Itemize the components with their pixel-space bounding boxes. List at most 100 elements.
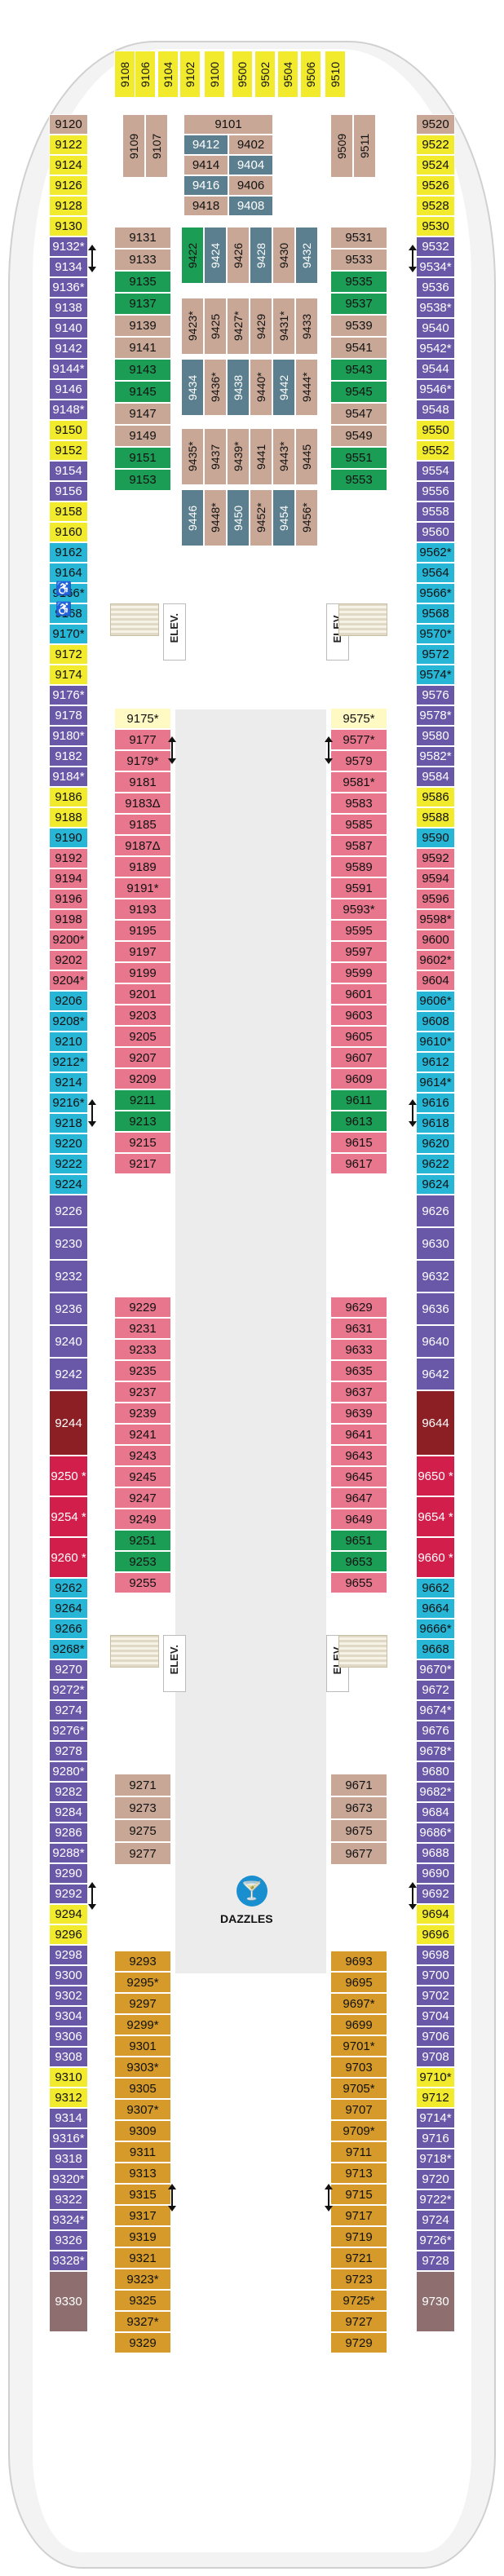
cabin-9626[interactable]: 9626 [416, 1195, 455, 1227]
cabin-9510[interactable]: 9510 [325, 51, 346, 98]
cabin-9717[interactable]: 9717 [330, 2205, 387, 2226]
cabin-9597[interactable]: 9597 [330, 941, 387, 962]
cabin-9682[interactable]: 9682* [416, 1782, 455, 1802]
cabin-9146[interactable]: 9146 [49, 379, 88, 400]
cabin-9688[interactable]: 9688 [416, 1843, 455, 1863]
cabin-9647[interactable]: 9647 [330, 1487, 387, 1509]
cabin-9574[interactable]: 9574* [416, 665, 455, 685]
cabin-9306[interactable]: 9306 [49, 2026, 88, 2047]
cabin-9184[interactable]: 9184* [49, 767, 88, 787]
cabin-9424[interactable]: 9424 [204, 227, 227, 284]
cabin-9418[interactable]: 9418 [183, 196, 228, 216]
cabin-9233[interactable]: 9233 [114, 1339, 171, 1360]
cabin-9275[interactable]: 9275 [114, 1819, 171, 1842]
cabin-9604[interactable]: 9604 [416, 970, 455, 991]
cabin-9158[interactable]: 9158 [49, 502, 88, 522]
cabin-9722[interactable]: 9722* [416, 2189, 455, 2210]
cabin-9607[interactable]: 9607 [330, 1047, 387, 1068]
cabin-9426[interactable]: 9426 [227, 227, 250, 284]
cabin-9226[interactable]: 9226 [49, 1195, 88, 1227]
cabin-9432[interactable]: 9432 [295, 227, 318, 284]
cabin-9310[interactable]: 9310 [49, 2067, 88, 2088]
cabin-9160[interactable]: 9160 [49, 522, 88, 542]
cabin-9427[interactable]: 9427* [227, 298, 250, 355]
cabin-9700[interactable]: 9700 [416, 1965, 455, 1986]
cabin-9729[interactable]: 9729 [330, 2332, 387, 2353]
cabin-9450[interactable]: 9450 [227, 489, 250, 546]
cabin-9270[interactable]: 9270 [49, 1659, 88, 1680]
cabin-9194[interactable]: 9194 [49, 868, 88, 889]
cabin-9207[interactable]: 9207 [114, 1047, 171, 1068]
cabin-9404[interactable]: 9404 [228, 155, 273, 175]
cabin-9718[interactable]: 9718* [416, 2149, 455, 2169]
cabin-9605[interactable]: 9605 [330, 1026, 387, 1047]
cabin-9271[interactable]: 9271 [114, 1774, 171, 1796]
cabin-9539[interactable]: 9539 [330, 315, 387, 337]
cabin-9677[interactable]: 9677 [330, 1842, 387, 1865]
cabin-9286[interactable]: 9286 [49, 1823, 88, 1843]
cabin-9183[interactable]: 9183Δ [114, 793, 171, 814]
cabin-9208[interactable]: 9208* [49, 1011, 88, 1032]
cabin-9546[interactable]: 9546* [416, 379, 455, 400]
cabin-9177[interactable]: 9177 [114, 729, 171, 750]
cabin-9224[interactable]: 9224 [49, 1174, 88, 1195]
cabin-9560[interactable]: 9560 [416, 522, 455, 542]
cabin-9727[interactable]: 9727 [330, 2311, 387, 2332]
cabin-9550[interactable]: 9550 [416, 420, 455, 440]
cabin-9580[interactable]: 9580 [416, 726, 455, 746]
cabin-9412[interactable]: 9412 [183, 135, 228, 155]
cabin-9205[interactable]: 9205 [114, 1026, 171, 1047]
cabin-9180[interactable]: 9180* [49, 726, 88, 746]
cabin-9545[interactable]: 9545 [330, 381, 387, 403]
cabin-9134[interactable]: 9134 [49, 257, 88, 277]
cabin-9172[interactable]: 9172 [49, 644, 88, 665]
cabin-9715[interactable]: 9715 [330, 2184, 387, 2205]
cabin-9217[interactable]: 9217 [114, 1153, 171, 1174]
cabin-9429[interactable]: 9429 [250, 298, 272, 355]
cabin-9293[interactable]: 9293 [114, 1951, 171, 1972]
cabin-9582[interactable]: 9582* [416, 746, 455, 767]
cabin-9280[interactable]: 9280* [49, 1761, 88, 1782]
cabin-9198[interactable]: 9198 [49, 909, 88, 930]
cabin-9240[interactable]: 9240 [49, 1325, 88, 1358]
cabin-9329[interactable]: 9329 [114, 2332, 171, 2353]
cabin-9594[interactable]: 9594 [416, 868, 455, 889]
cabin-9581[interactable]: 9581* [330, 771, 387, 793]
cabin-9562[interactable]: 9562* [416, 542, 455, 563]
cabin-9317[interactable]: 9317 [114, 2205, 171, 2226]
cabin-9556[interactable]: 9556 [416, 481, 455, 502]
cabin-9414[interactable]: 9414 [183, 155, 228, 175]
cabin-9199[interactable]: 9199 [114, 962, 171, 983]
cabin-9701[interactable]: 9701* [330, 2035, 387, 2057]
cabin-9541[interactable]: 9541 [330, 337, 387, 359]
cabin-9608[interactable]: 9608 [416, 1011, 455, 1032]
cabin-9188[interactable]: 9188 [49, 807, 88, 828]
cabin-9540[interactable]: 9540 [416, 318, 455, 338]
cabin-9304[interactable]: 9304 [49, 2006, 88, 2026]
cabin-9170[interactable]: 9170* [49, 624, 88, 644]
cabin-9106[interactable]: 9106 [135, 51, 156, 98]
cabin-9104[interactable]: 9104 [157, 51, 179, 98]
cabin-9143[interactable]: 9143 [114, 359, 171, 381]
cabin-9190[interactable]: 9190 [49, 828, 88, 848]
cabin-9613[interactable]: 9613 [330, 1111, 387, 1132]
cabin-9595[interactable]: 9595 [330, 920, 387, 941]
cabin-9673[interactable]: 9673 [330, 1796, 387, 1819]
cabin-9724[interactable]: 9724 [416, 2210, 455, 2230]
cabin-9698[interactable]: 9698 [416, 1945, 455, 1965]
cabin-9181[interactable]: 9181 [114, 771, 171, 793]
cabin-9109[interactable]: 9109 [122, 114, 145, 178]
cabin-9422[interactable]: 9422 [181, 227, 204, 284]
cabin-9136[interactable]: 9136* [49, 277, 88, 298]
cabin-9506[interactable]: 9506 [300, 51, 321, 98]
cabin-9586[interactable]: 9586 [416, 787, 455, 807]
cabin-9575[interactable]: 9575* [330, 708, 387, 729]
cabin-9175[interactable]: 9175* [114, 708, 171, 729]
cabin-9141[interactable]: 9141 [114, 337, 171, 359]
cabin-9299[interactable]: 9299* [114, 2014, 171, 2035]
cabin-9316[interactable]: 9316* [49, 2128, 88, 2149]
cabin-9576[interactable]: 9576 [416, 685, 455, 705]
cabin-9200[interactable]: 9200* [49, 930, 88, 950]
cabin-9209[interactable]: 9209 [114, 1068, 171, 1089]
cabin-9232[interactable]: 9232 [49, 1260, 88, 1292]
